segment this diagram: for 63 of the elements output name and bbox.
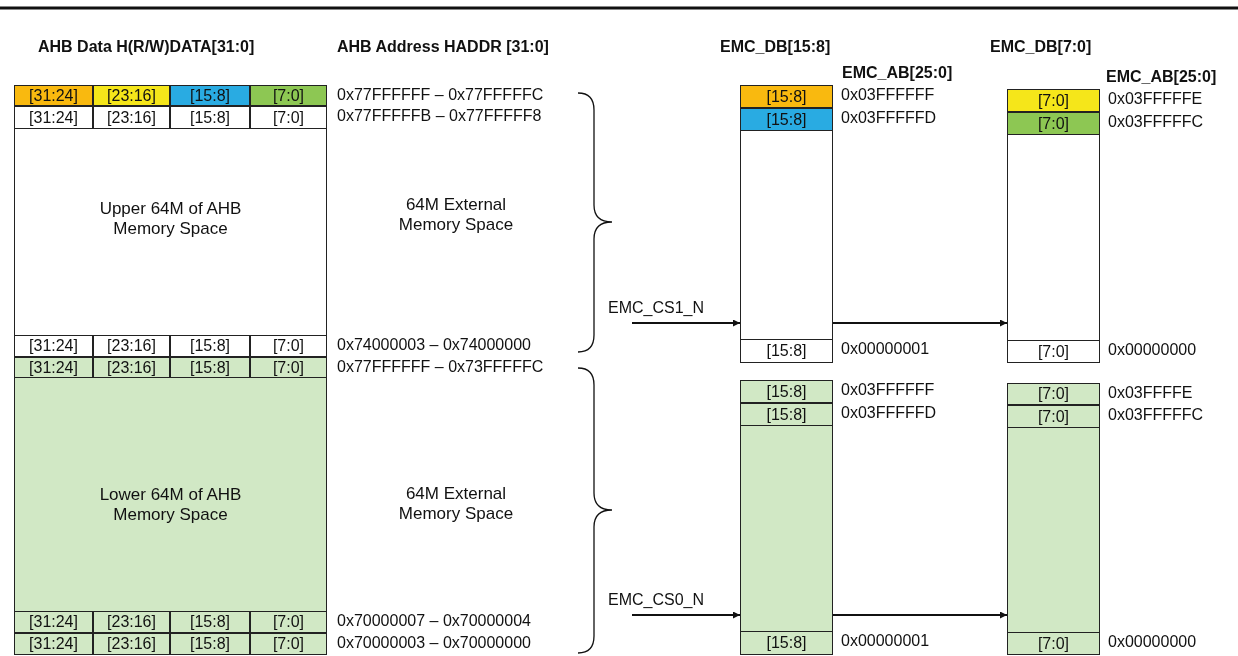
memory-column	[1007, 383, 1100, 655]
memory-column	[740, 380, 833, 655]
region-label: Lower 64M of AHB Memory Space	[98, 485, 243, 525]
address-label: 0x70000003 – 0x70000000	[337, 634, 531, 653]
address-label: 0x03FFFFFD	[841, 109, 937, 128]
address-label: 0x00000001	[841, 340, 930, 359]
memory-row	[14, 85, 327, 106]
region-label: Upper 64M of AHB Memory Space	[98, 199, 243, 239]
byte-lane-cell: [7:0]	[1007, 405, 1100, 428]
address-label: 0x03FFFFFC	[1108, 113, 1204, 132]
address-label: 0x77FFFFFB – 0x77FFFFF8	[337, 107, 542, 126]
memory-column	[1007, 89, 1100, 363]
address-label: 0x77FFFFFF – 0x73FFFFFC	[337, 358, 544, 377]
column-heading: AHB Data H(R/W)DATA[31:0]	[38, 38, 255, 57]
edge-label: EMC_CS1_N	[608, 299, 705, 318]
byte-lane-cell: [23:16]	[93, 106, 170, 129]
arrow	[631, 319, 741, 327]
edge-label: EMC_CS0_N	[608, 591, 705, 610]
address-label: 0x03FFFFFD	[841, 404, 937, 423]
column-heading: EMC_DB[15:8]	[720, 38, 831, 57]
address-label: 0x74000003 – 0x74000000	[337, 336, 531, 355]
column-heading: AHB Address HADDR [31:0]	[337, 38, 549, 57]
arrow	[631, 611, 741, 619]
byte-lane-cell: [23:16]	[93, 633, 170, 655]
byte-lane-cell: [15:8]	[170, 357, 250, 378]
region-note: 64M External Memory Space	[397, 195, 515, 235]
address-label: 0x03FFFFFE	[1108, 90, 1203, 109]
address-label: 0x03FFFFFF	[841, 381, 935, 400]
byte-lane-cell: [15:8]	[170, 106, 250, 129]
address-label: 0x03FFFFFC	[1108, 406, 1204, 425]
byte-lane-cell: [7:0]	[250, 85, 327, 106]
address-label: 0x03FFFFE	[1108, 384, 1193, 403]
byte-lane-cell: [31:24]	[14, 85, 93, 106]
byte-lane-cell: [23:16]	[93, 335, 170, 357]
byte-lane-cell: [15:8]	[740, 108, 833, 131]
byte-lane-cell: [7:0]	[1007, 632, 1100, 655]
byte-lane-cell: [15:8]	[740, 85, 833, 108]
address-label: 0x00000001	[841, 632, 930, 651]
address-label: 0x70000007 – 0x70000004	[337, 612, 531, 631]
address-label: 0x00000000	[1108, 633, 1197, 652]
byte-lane-cell: [15:8]	[170, 335, 250, 357]
column-heading: EMC_AB[25:0]	[842, 64, 953, 83]
byte-lane-cell: [15:8]	[740, 403, 833, 426]
memory-region-block	[14, 85, 327, 357]
byte-lane-cell: [7:0]	[1007, 340, 1100, 363]
byte-lane-cell: [23:16]	[93, 85, 170, 106]
byte-lane-cell: [15:8]	[170, 633, 250, 655]
byte-lane-cell: [23:16]	[93, 357, 170, 378]
address-label: 0x77FFFFFF – 0x77FFFFFC	[337, 86, 544, 105]
byte-lane-cell: [7:0]	[1007, 112, 1100, 135]
address-label: 0x00000000	[1108, 341, 1197, 360]
region-note: 64M External Memory Space	[397, 484, 515, 524]
byte-lane-cell: [7:0]	[1007, 89, 1100, 112]
column-heading: EMC_AB[25:0]	[1106, 68, 1217, 87]
byte-lane-cell: [15:8]	[170, 611, 250, 633]
byte-lane-cell: [15:8]	[170, 85, 250, 106]
arrow	[832, 611, 1008, 619]
byte-lane-cell: [23:16]	[93, 611, 170, 633]
memory-region-block	[14, 357, 327, 655]
column-heading: EMC_DB[7:0]	[990, 38, 1092, 57]
address-label: 0x03FFFFFF	[841, 86, 935, 105]
memory-column	[740, 85, 833, 363]
arrow	[832, 319, 1008, 327]
